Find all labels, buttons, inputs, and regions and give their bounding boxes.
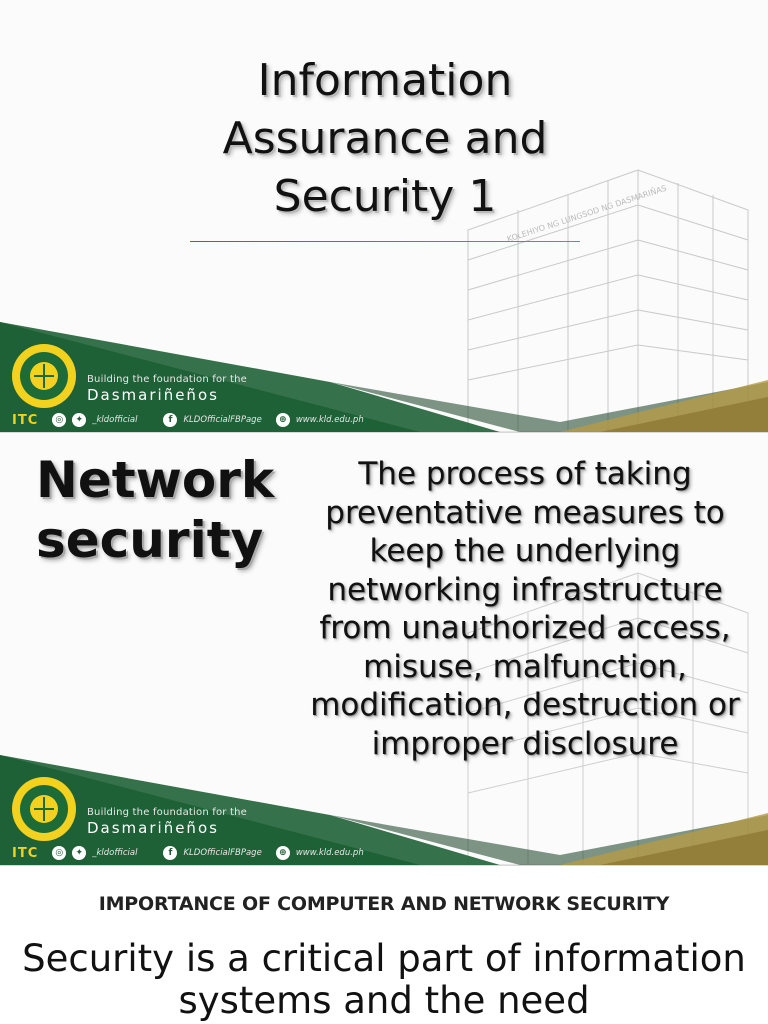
importance-body: Security is a critical part of informati… [22, 937, 746, 1022]
itc-mark: ITC [12, 845, 39, 861]
globe-icon[interactable]: ⊕ [275, 413, 290, 427]
instagram-icon[interactable]: ◎ [52, 413, 67, 427]
instagram-icon[interactable]: ◎ [52, 846, 67, 860]
website-link[interactable]: www.kld.edu.ph [295, 848, 364, 858]
facebook-icon[interactable]: f [163, 846, 178, 860]
school-seal-icon [12, 344, 76, 408]
importance-heading: IMPORTANCE OF COMPUTER AND NETWORK SECUR… [98, 893, 670, 915]
social-links: ITC ◎ ✦ _kldofficial f KLDOfficialFBPage… [12, 412, 364, 428]
tagline-big: Dasmariñeños [87, 819, 219, 837]
twitter-icon[interactable]: ✦ [72, 846, 87, 860]
tagline-big: Dasmariñeños [87, 386, 219, 404]
title-underline [190, 241, 580, 242]
green-footer-band [0, 322, 768, 432]
slide-importance [0, 866, 768, 1024]
slide-network-security: Building the foundation for the Dasmariñ… [0, 433, 768, 865]
slide-title: KOLEHIYO NG LUNGSOD NG DASMARIÑAS Inform… [0, 0, 768, 432]
network-security-definition: The process of taking preventative measu… [310, 456, 740, 762]
slide-divider [0, 865, 768, 866]
building-sketch: KOLEHIYO NG LUNGSOD NG DASMARIÑAS [467, 169, 749, 432]
facebook-icon[interactable]: f [163, 413, 178, 427]
slide-title-text: Information Assurance and Security 1 [222, 55, 548, 222]
tagline-small: Building the foundation for the [87, 374, 247, 385]
facebook-page[interactable]: KLDOfficialFBPage [183, 848, 262, 858]
building-sketch [467, 572, 749, 865]
network-security-heading: Network security [36, 451, 275, 569]
twitter-icon[interactable]: ✦ [72, 413, 87, 427]
social-handle[interactable]: _kldofficial [92, 848, 138, 858]
slide-divider [0, 432, 768, 433]
itc-mark: ITC [12, 412, 39, 428]
globe-icon[interactable]: ⊕ [275, 846, 290, 860]
school-seal-icon [12, 777, 76, 841]
green-footer-band [0, 755, 768, 865]
social-handle[interactable]: _kldofficial [92, 415, 138, 425]
social-links: ITC ◎ ✦ _kldofficial f KLDOfficialFBPage… [12, 845, 364, 861]
tagline-small: Building the foundation for the [87, 807, 247, 818]
website-link[interactable]: www.kld.edu.ph [295, 415, 364, 425]
facebook-page[interactable]: KLDOfficialFBPage [183, 415, 262, 425]
